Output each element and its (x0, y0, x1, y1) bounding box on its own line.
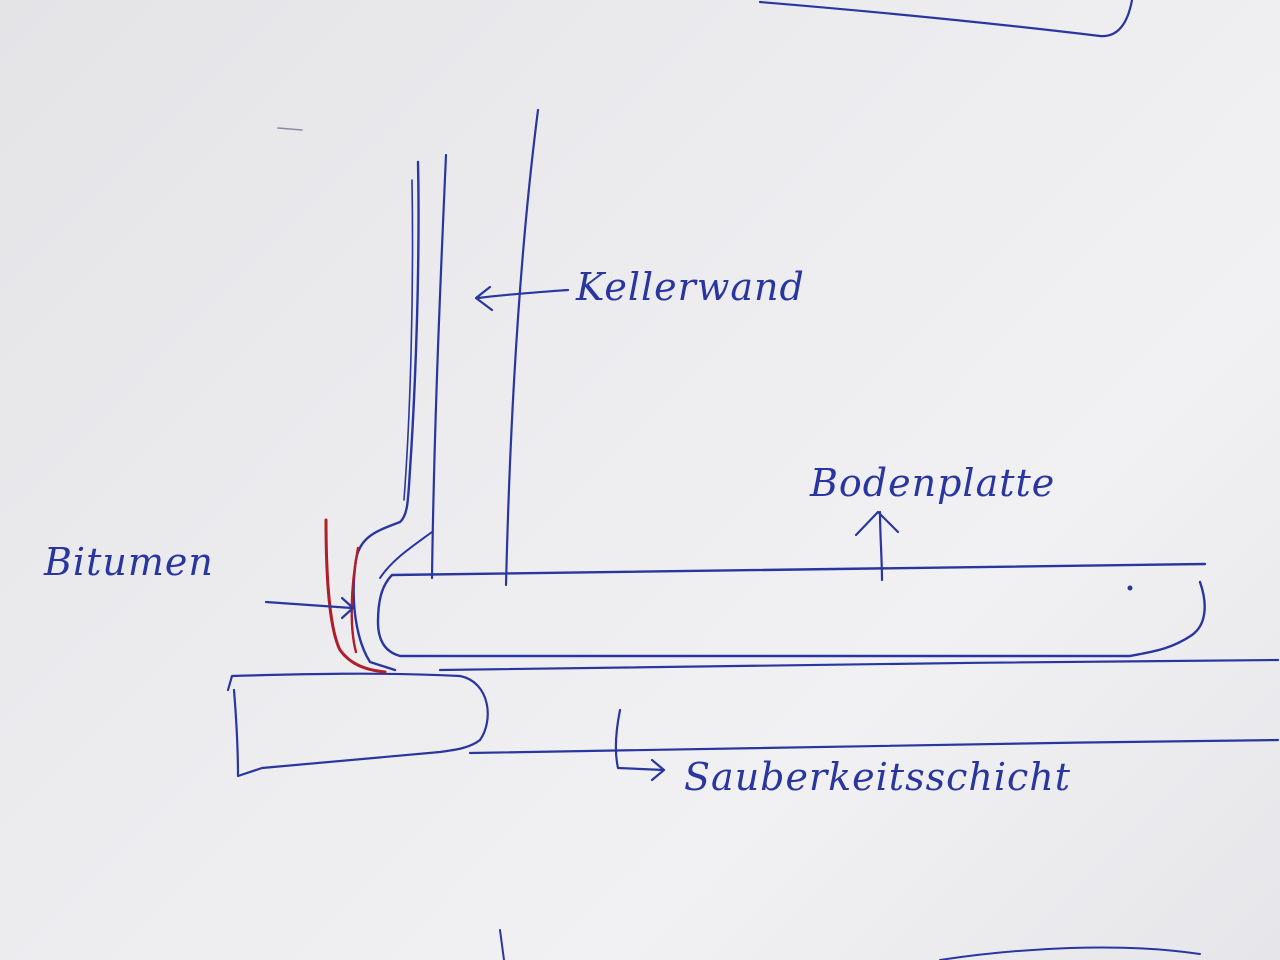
arrow-bodenplatte (854, 510, 900, 582)
wall-inner-line (504, 108, 540, 587)
floor-slab-outline (376, 562, 1207, 658)
label-bitumen: Bitumen (43, 540, 214, 584)
label-bodenplatte: Bodenplatte (809, 461, 1055, 505)
wall-middle-line (430, 153, 448, 580)
bottom-partial-outline (499, 929, 1201, 960)
stray-mark (277, 127, 303, 131)
wall-outer-face-2 (403, 179, 414, 501)
slab-dot-mark (1127, 585, 1133, 591)
arrow-bitumen (264, 596, 355, 620)
top-partial-outline (758, 0, 1134, 38)
wall-outer-face (352, 160, 420, 672)
arrow-kellerwand (474, 285, 570, 312)
bitumen-layer-red (324, 518, 387, 674)
label-sauberkeitsschicht: Sauberkeitsschicht (684, 755, 1071, 799)
blinding-layer-outline (226, 658, 1280, 778)
wall-foot-curve (379, 531, 433, 579)
label-kellerwand: Kellerwand (575, 265, 805, 309)
arrow-sauberkeitsschicht (614, 708, 666, 782)
